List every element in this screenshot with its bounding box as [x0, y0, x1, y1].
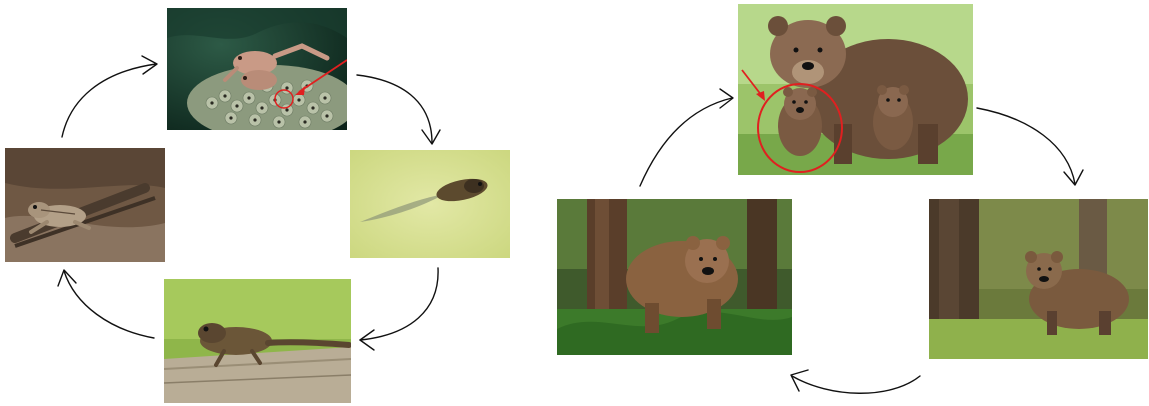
arrow-icon	[977, 108, 1083, 185]
arrow-icon	[360, 268, 438, 350]
photo-mother-with-cubs	[738, 4, 973, 175]
photo-frog-eggs	[167, 8, 347, 130]
arrow-icon	[791, 370, 920, 393]
arrow-icon	[62, 56, 157, 137]
arrow-icon	[640, 89, 733, 186]
arrow-icon	[357, 75, 440, 144]
photo-young-bear	[929, 199, 1148, 359]
photo-adult-bear	[557, 199, 792, 355]
arrow-icon	[58, 270, 154, 338]
photo-tadpole	[350, 150, 510, 258]
photo-froglet	[164, 279, 351, 403]
photo-adult-frog	[5, 148, 165, 262]
